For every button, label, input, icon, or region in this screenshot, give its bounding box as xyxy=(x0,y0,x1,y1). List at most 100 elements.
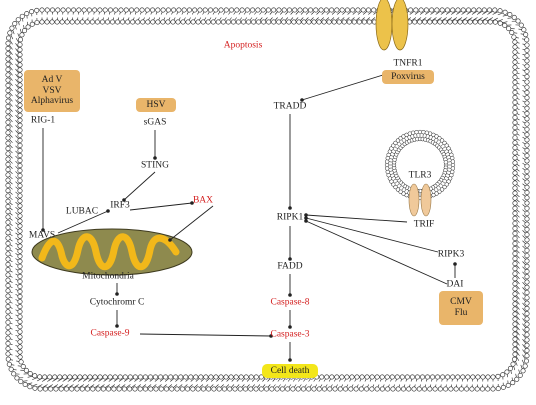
lipid-head-inner xyxy=(453,20,457,24)
lipid-head-inner xyxy=(18,224,22,228)
lipid-head-outer xyxy=(98,8,102,12)
lipid-head-outer xyxy=(6,220,10,224)
lipid-head-outer xyxy=(364,387,368,391)
lipid-head-inner xyxy=(357,20,361,24)
lipid-head-inner xyxy=(461,375,465,379)
lipid-head-inner xyxy=(18,37,22,41)
lipid-head-inner xyxy=(513,211,517,215)
lipid-head-inner xyxy=(18,315,22,319)
lipid-head-outer xyxy=(201,387,205,391)
lipid-head-inner xyxy=(513,251,517,255)
lipid-head-inner xyxy=(30,22,34,26)
lipid-head-inner xyxy=(234,375,238,379)
lipid-head-inner xyxy=(206,20,210,24)
node-caspase9: Caspase-9 xyxy=(90,329,129,339)
lipid-head-inner xyxy=(513,136,517,140)
lipid-head-inner xyxy=(513,236,517,240)
lipid-head-outer xyxy=(180,387,184,391)
lipid-head-outer xyxy=(6,336,10,340)
lipid-head-inner xyxy=(103,375,107,379)
lipid-head-outer xyxy=(525,201,529,205)
lipid-head-inner xyxy=(80,20,84,24)
lipid-head-inner xyxy=(68,375,72,379)
lipid-head-inner xyxy=(18,43,22,47)
lipid-head-outer xyxy=(525,248,529,252)
lipid-head-outer xyxy=(525,43,529,47)
lipid-head-outer xyxy=(6,110,10,114)
lipid-head-inner xyxy=(18,264,22,268)
lipid-head-outer xyxy=(6,357,10,361)
virus-poxvirus: Poxvirus xyxy=(391,72,425,83)
lipid-head-outer xyxy=(185,387,189,391)
lipid-head-inner xyxy=(473,20,477,24)
lipid-head-outer xyxy=(19,379,23,383)
lipid-head-outer xyxy=(6,210,10,214)
lipid-head-outer xyxy=(525,132,529,136)
lipid-head-outer xyxy=(525,164,529,168)
lipid-head-outer xyxy=(6,36,10,40)
lipid-head-inner xyxy=(251,20,255,24)
node-bax: BAX xyxy=(193,196,213,206)
lipid-head-inner xyxy=(18,350,22,354)
lipid-head-inner xyxy=(513,332,517,336)
lipid-head-outer xyxy=(214,8,218,12)
lipid-head-outer xyxy=(424,8,428,12)
lipid-head-outer xyxy=(12,372,16,376)
lipid-head-inner xyxy=(513,246,517,250)
lipid-head-inner xyxy=(413,20,417,24)
lipid-head-inner xyxy=(21,364,25,368)
lipid-head-outer xyxy=(92,8,96,12)
lipid-head-inner xyxy=(513,266,517,270)
lipid-head-inner xyxy=(18,118,22,122)
lipid-head-outer xyxy=(103,8,107,12)
lipid-head-inner xyxy=(18,259,22,263)
lipid-head-inner xyxy=(18,158,22,162)
lipid-head-outer xyxy=(459,387,463,391)
lipid-head-outer xyxy=(396,387,400,391)
lipid-head-outer xyxy=(359,387,363,391)
lipid-head-outer xyxy=(20,14,24,18)
lipid-head-inner xyxy=(458,20,462,24)
lipid-head-outer xyxy=(525,296,529,300)
lipid-head-outer xyxy=(525,159,529,163)
lipid-head-inner xyxy=(347,20,351,24)
lipid-head-inner xyxy=(513,40,517,44)
lipid-head-inner xyxy=(108,375,112,379)
lipid-head-inner xyxy=(370,375,374,379)
lipid-head-inner xyxy=(513,312,517,316)
lipid-head-inner xyxy=(513,156,517,160)
lipid-head-outer xyxy=(6,252,10,256)
lipid-head-inner xyxy=(18,325,22,329)
lipid-head-inner xyxy=(513,277,517,281)
lipid-head-inner xyxy=(496,374,500,378)
lipid-head-outer xyxy=(6,67,10,71)
lipid-head-inner xyxy=(148,375,152,379)
lipid-head-outer xyxy=(6,188,10,192)
lipid-head-outer xyxy=(401,387,405,391)
lipid-head-outer xyxy=(519,23,523,27)
lipid-head-outer xyxy=(87,8,91,12)
lipid-head-inner xyxy=(410,375,414,379)
lipid-head-outer xyxy=(308,8,312,12)
lipid-head-inner xyxy=(491,375,495,379)
lipid-head-inner xyxy=(513,166,517,170)
lipid-head-outer xyxy=(356,8,360,12)
lipid-head-inner xyxy=(204,375,208,379)
lipid-head-inner xyxy=(20,33,24,37)
lipid-head-inner xyxy=(60,20,64,24)
lipid-head-outer xyxy=(525,227,529,231)
lipid-head-outer xyxy=(525,327,529,331)
lipid-head-outer xyxy=(329,8,333,12)
lipid-head-outer xyxy=(16,17,20,21)
lipid-head-outer xyxy=(119,8,123,12)
node-tlr3: TLR3 xyxy=(409,171,432,181)
lipid-head-outer xyxy=(6,310,10,314)
lipid-head-outer xyxy=(48,387,52,391)
lipid-head-outer xyxy=(6,120,10,124)
lipid-head-outer xyxy=(170,387,174,391)
lipid-head-outer xyxy=(525,38,529,42)
node-fadd: FADD xyxy=(277,262,302,272)
lipid-head-outer xyxy=(525,122,529,126)
lipid-head-outer xyxy=(501,385,505,389)
lipid-head-inner xyxy=(513,161,517,165)
